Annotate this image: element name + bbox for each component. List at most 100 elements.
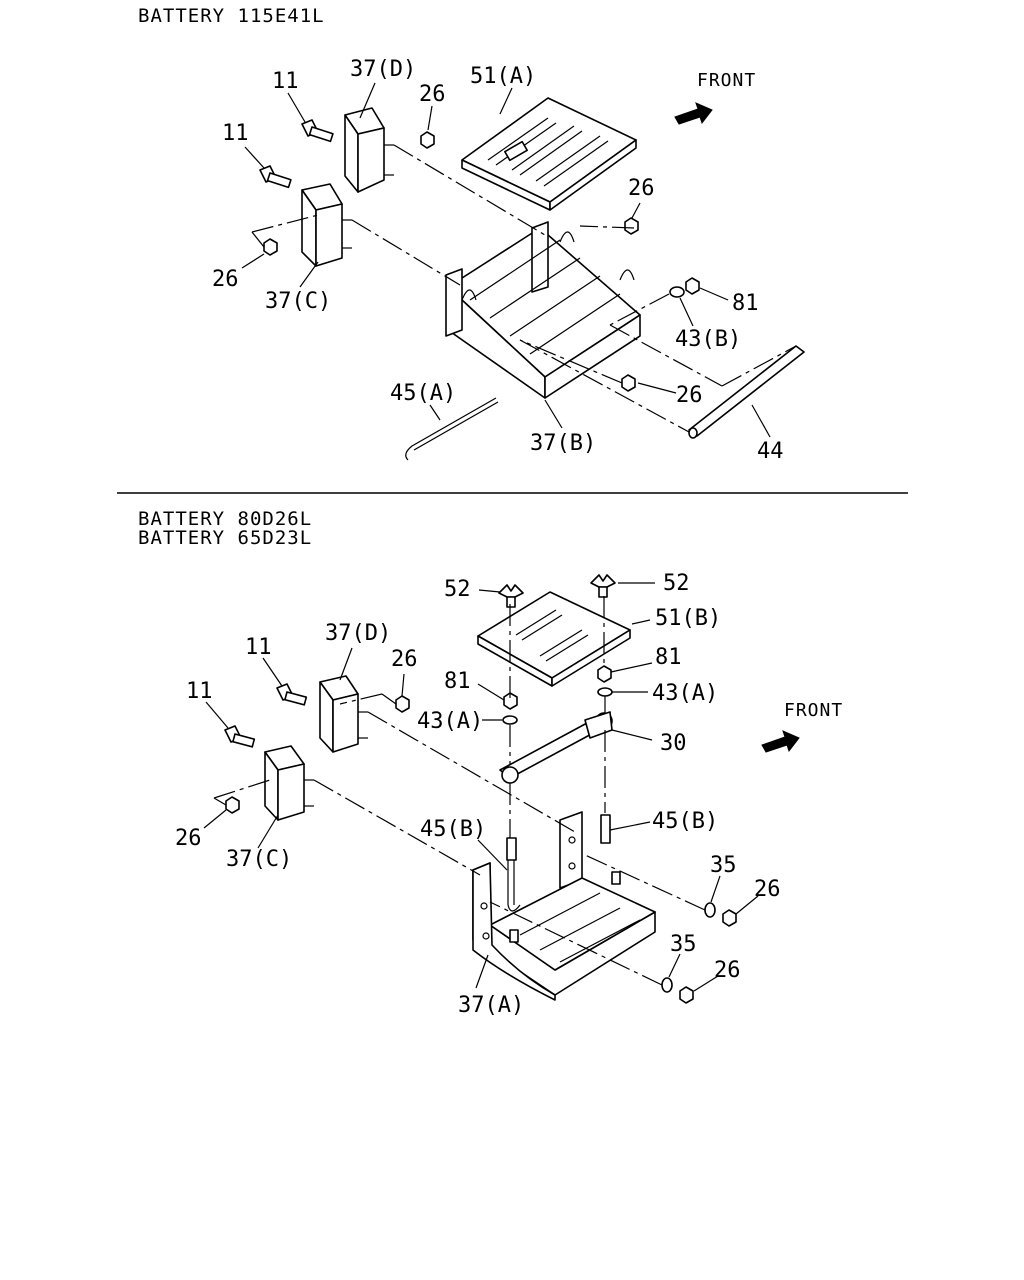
center-line <box>393 144 546 236</box>
center-line <box>251 214 319 233</box>
wing-nut-52-right <box>590 574 616 598</box>
leader-line <box>751 404 771 438</box>
callout-37d: 37(D) <box>325 621 391 646</box>
hook-bolt-45a <box>405 397 499 461</box>
bolt-11-upper <box>276 683 308 706</box>
section-header: BATTERY 80D26L <box>138 508 312 530</box>
callout-44: 44 <box>757 439 784 464</box>
bolt-11-upper <box>301 119 334 143</box>
bracket-37c <box>301 183 352 267</box>
leader-line <box>735 895 759 915</box>
washer-43a-left <box>502 715 518 725</box>
j-bolt-45b-right <box>600 814 611 844</box>
washer-35-upper <box>704 902 716 918</box>
callout-45b: 45(B) <box>420 817 486 842</box>
center-line <box>213 779 271 799</box>
leader-line <box>478 589 501 593</box>
callout-11: 11 <box>186 679 213 704</box>
center-line <box>313 779 481 876</box>
callout-26: 26 <box>391 647 418 672</box>
center-line <box>609 293 670 326</box>
section-battery-80d26l-65d23l: BATTERY 80D26L BATTERY 65D23L FRONT <box>138 508 843 1018</box>
leader-line <box>631 202 641 219</box>
nut-26-upper <box>395 695 410 713</box>
leader-line <box>339 647 353 681</box>
center-line <box>351 219 461 286</box>
leader-line <box>299 261 319 288</box>
section-battery-115e41l: BATTERY 115E41L FRONT <box>138 5 805 464</box>
section-header: BATTERY 115E41L <box>138 5 325 27</box>
callout-37b: 37(B) <box>530 431 596 456</box>
callout-11: 11 <box>222 121 249 146</box>
bolt-11-lower <box>224 725 256 748</box>
leader-line <box>610 662 653 673</box>
leader-line <box>429 404 441 421</box>
callout-81: 81 <box>732 291 759 316</box>
center-line <box>579 225 635 229</box>
leader-line <box>477 839 508 871</box>
leader-line <box>475 954 489 989</box>
rod-44 <box>688 345 805 439</box>
wing-nut-52-left <box>498 584 524 608</box>
leader-line <box>241 253 265 269</box>
leader-line <box>205 701 229 729</box>
callout-45a: 45(A) <box>390 381 456 406</box>
nut-26-right <box>624 217 639 235</box>
nut-26-upper <box>420 131 435 149</box>
battery-tray-37a <box>472 811 656 1001</box>
bracket-37d <box>319 675 368 753</box>
leader-line <box>631 619 651 625</box>
center-line <box>213 797 227 806</box>
callout-26: 26 <box>754 877 781 902</box>
callout-51b: 51(B) <box>655 606 721 631</box>
callout-45b: 45(B) <box>652 809 718 834</box>
leader-line <box>359 82 376 119</box>
callout-26: 26 <box>628 176 655 201</box>
leader-line <box>609 821 651 831</box>
leader-line <box>611 729 653 741</box>
leader-line <box>693 975 719 992</box>
bracket-37d <box>344 107 394 193</box>
section-header: BATTERY 65D23L <box>138 527 312 549</box>
leader-line <box>668 953 681 978</box>
callout-11: 11 <box>245 635 272 660</box>
bracket-37c <box>264 745 314 821</box>
center-line <box>489 901 663 986</box>
callout-43a: 43(A) <box>652 681 718 706</box>
front-label: FRONT <box>784 700 843 721</box>
battery-cover-51a <box>461 97 637 211</box>
washer-43b <box>669 286 685 298</box>
leader-line <box>262 657 283 687</box>
nut-26-left <box>225 796 240 814</box>
leader-line <box>637 382 677 394</box>
center-line <box>721 345 797 387</box>
callout-35: 35 <box>710 853 737 878</box>
leader-line <box>257 814 279 849</box>
callout-26: 26 <box>676 383 703 408</box>
clamp-bar-30 <box>499 711 613 784</box>
callout-37c: 37(C) <box>265 289 331 314</box>
j-bolt-45b-left <box>506 837 521 912</box>
nut-26-right-upper <box>722 909 737 927</box>
leader-line <box>477 683 505 701</box>
leader-line <box>401 673 405 697</box>
callout-11: 11 <box>272 69 299 94</box>
front-label: FRONT <box>697 70 756 91</box>
nut-81 <box>685 277 700 295</box>
callout-43a: 43(A) <box>417 709 483 734</box>
leader-line <box>499 87 513 115</box>
washer-43a-right <box>597 687 613 697</box>
leader-line <box>427 105 433 131</box>
nut-26-right-lower <box>679 986 694 1004</box>
callout-52: 52 <box>663 571 690 596</box>
nut-26-left <box>263 238 278 256</box>
leader-line <box>679 297 694 327</box>
leader-line <box>544 399 563 429</box>
callout-37c: 37(C) <box>226 847 292 872</box>
callout-81: 81 <box>655 645 682 670</box>
callout-30: 30 <box>660 731 687 756</box>
center-line <box>519 339 690 433</box>
center-line <box>584 854 706 911</box>
callout-81: 81 <box>444 669 471 694</box>
